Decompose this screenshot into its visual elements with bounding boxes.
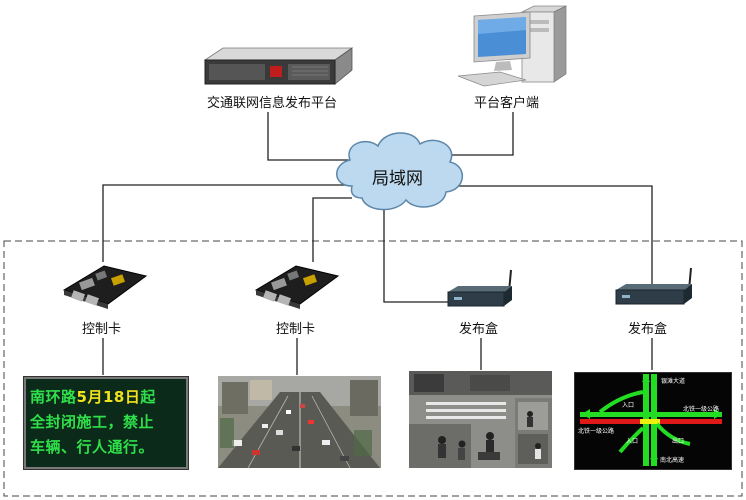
map-label-bottom: 南北高速 bbox=[660, 457, 685, 464]
client-label: 平台客户端 bbox=[474, 96, 540, 111]
link-client-cloud bbox=[440, 112, 514, 156]
link-cloud-device3 bbox=[383, 208, 448, 303]
link-cloud-device2 bbox=[312, 197, 352, 262]
led-line1-c: 起 bbox=[140, 388, 156, 406]
map-label-entry-bottom: 入口 bbox=[626, 438, 639, 445]
device2-label: 控制卡 bbox=[276, 322, 316, 337]
device1-label: 控制卡 bbox=[82, 322, 122, 337]
map-label-top: 银滩大道 bbox=[661, 378, 686, 385]
server-label: 交通联网信息发布平台 bbox=[207, 96, 338, 111]
map-label-left: 北铁一级公路 bbox=[578, 428, 615, 435]
led-line2: 全封闭施工，禁止 bbox=[30, 413, 155, 431]
led-line3: 车辆、行人通行。 bbox=[30, 438, 155, 456]
map-label-entry-top: 入口 bbox=[622, 402, 635, 409]
link-cloud-device1 bbox=[102, 184, 350, 262]
led-line1-b: 5月18日 bbox=[76, 388, 141, 406]
map-label-right: 北铁一级公路 bbox=[683, 406, 720, 413]
map-label-exit: 出口 bbox=[672, 438, 685, 445]
network-label: 局域网 bbox=[372, 169, 423, 189]
traffic-guidance-screen bbox=[574, 372, 732, 470]
led-sign-screen: 南环路5月18日起 全封闭施工，禁止 车辆、行人通行。 bbox=[23, 376, 189, 470]
link-server-cloud bbox=[267, 112, 350, 161]
field-zone-boundary bbox=[3, 240, 743, 497]
led-line1-a: 南环路 bbox=[30, 388, 77, 406]
device4-label: 发布盒 bbox=[628, 322, 668, 337]
device3-label: 发布盒 bbox=[459, 322, 499, 337]
link-cloud-device4 bbox=[456, 185, 653, 287]
